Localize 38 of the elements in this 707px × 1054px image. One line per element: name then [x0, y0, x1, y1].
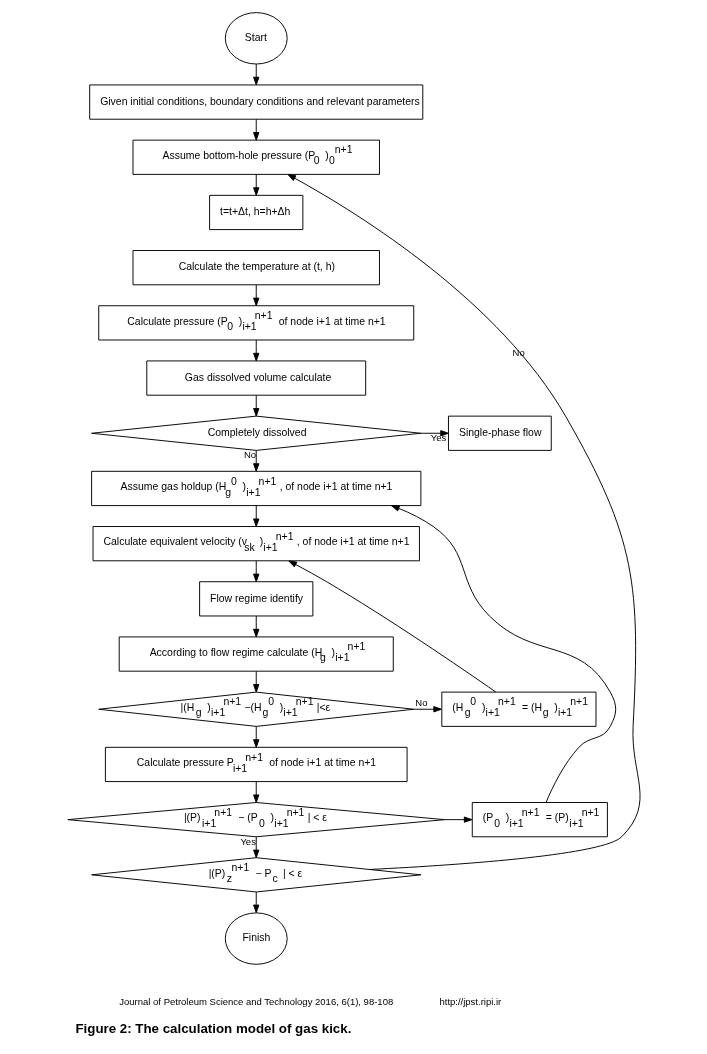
node-box: Calculate the temperature at (t, h)	[132, 250, 380, 286]
arrow	[252, 891, 259, 914]
arrow	[252, 394, 259, 417]
node-box: Flow regime identify	[198, 581, 313, 617]
arrow	[252, 670, 259, 693]
label: http://jpst.ripi.ir	[438, 995, 501, 1007]
arrow	[419, 430, 449, 437]
node-box: t=t+Δt, h=h+Δh	[208, 194, 303, 231]
node-box: Gas dissolved volume calculate	[145, 360, 366, 396]
arrow	[287, 174, 641, 870]
arrow	[443, 816, 472, 823]
edge-label: Yes	[430, 431, 446, 443]
arrow	[252, 63, 259, 86]
node-box: Given initial conditions, boundary conditions and relevant parameters	[88, 84, 423, 120]
arrow	[252, 339, 259, 362]
edge-label: No	[243, 449, 256, 461]
arrow	[252, 284, 259, 307]
node-ellipse: Start	[224, 12, 288, 65]
edge-label: No	[512, 346, 525, 358]
arrow	[252, 615, 259, 638]
arrow	[413, 706, 442, 713]
caption: Figure 2: The calculation model of gas kick.	[74, 1021, 351, 1037]
arrow	[252, 174, 259, 196]
arrow	[252, 781, 259, 803]
arrow	[252, 505, 259, 527]
arrow	[252, 726, 259, 748]
node-diamond: Completely dissolved	[90, 415, 421, 451]
node-ellipse: Finish	[224, 912, 288, 965]
arrow	[252, 450, 259, 472]
label: Journal of Petroleum Science and Technology 2016, 6(1), 98-108	[118, 995, 393, 1007]
edge-label: Yes	[239, 835, 256, 847]
arrow	[252, 836, 259, 859]
arrow	[390, 505, 616, 803]
arrow	[287, 560, 496, 693]
arrow	[252, 118, 259, 141]
arrow	[252, 560, 259, 583]
edge-label: No	[414, 697, 427, 709]
node-box: Single-phase flow	[447, 415, 552, 451]
